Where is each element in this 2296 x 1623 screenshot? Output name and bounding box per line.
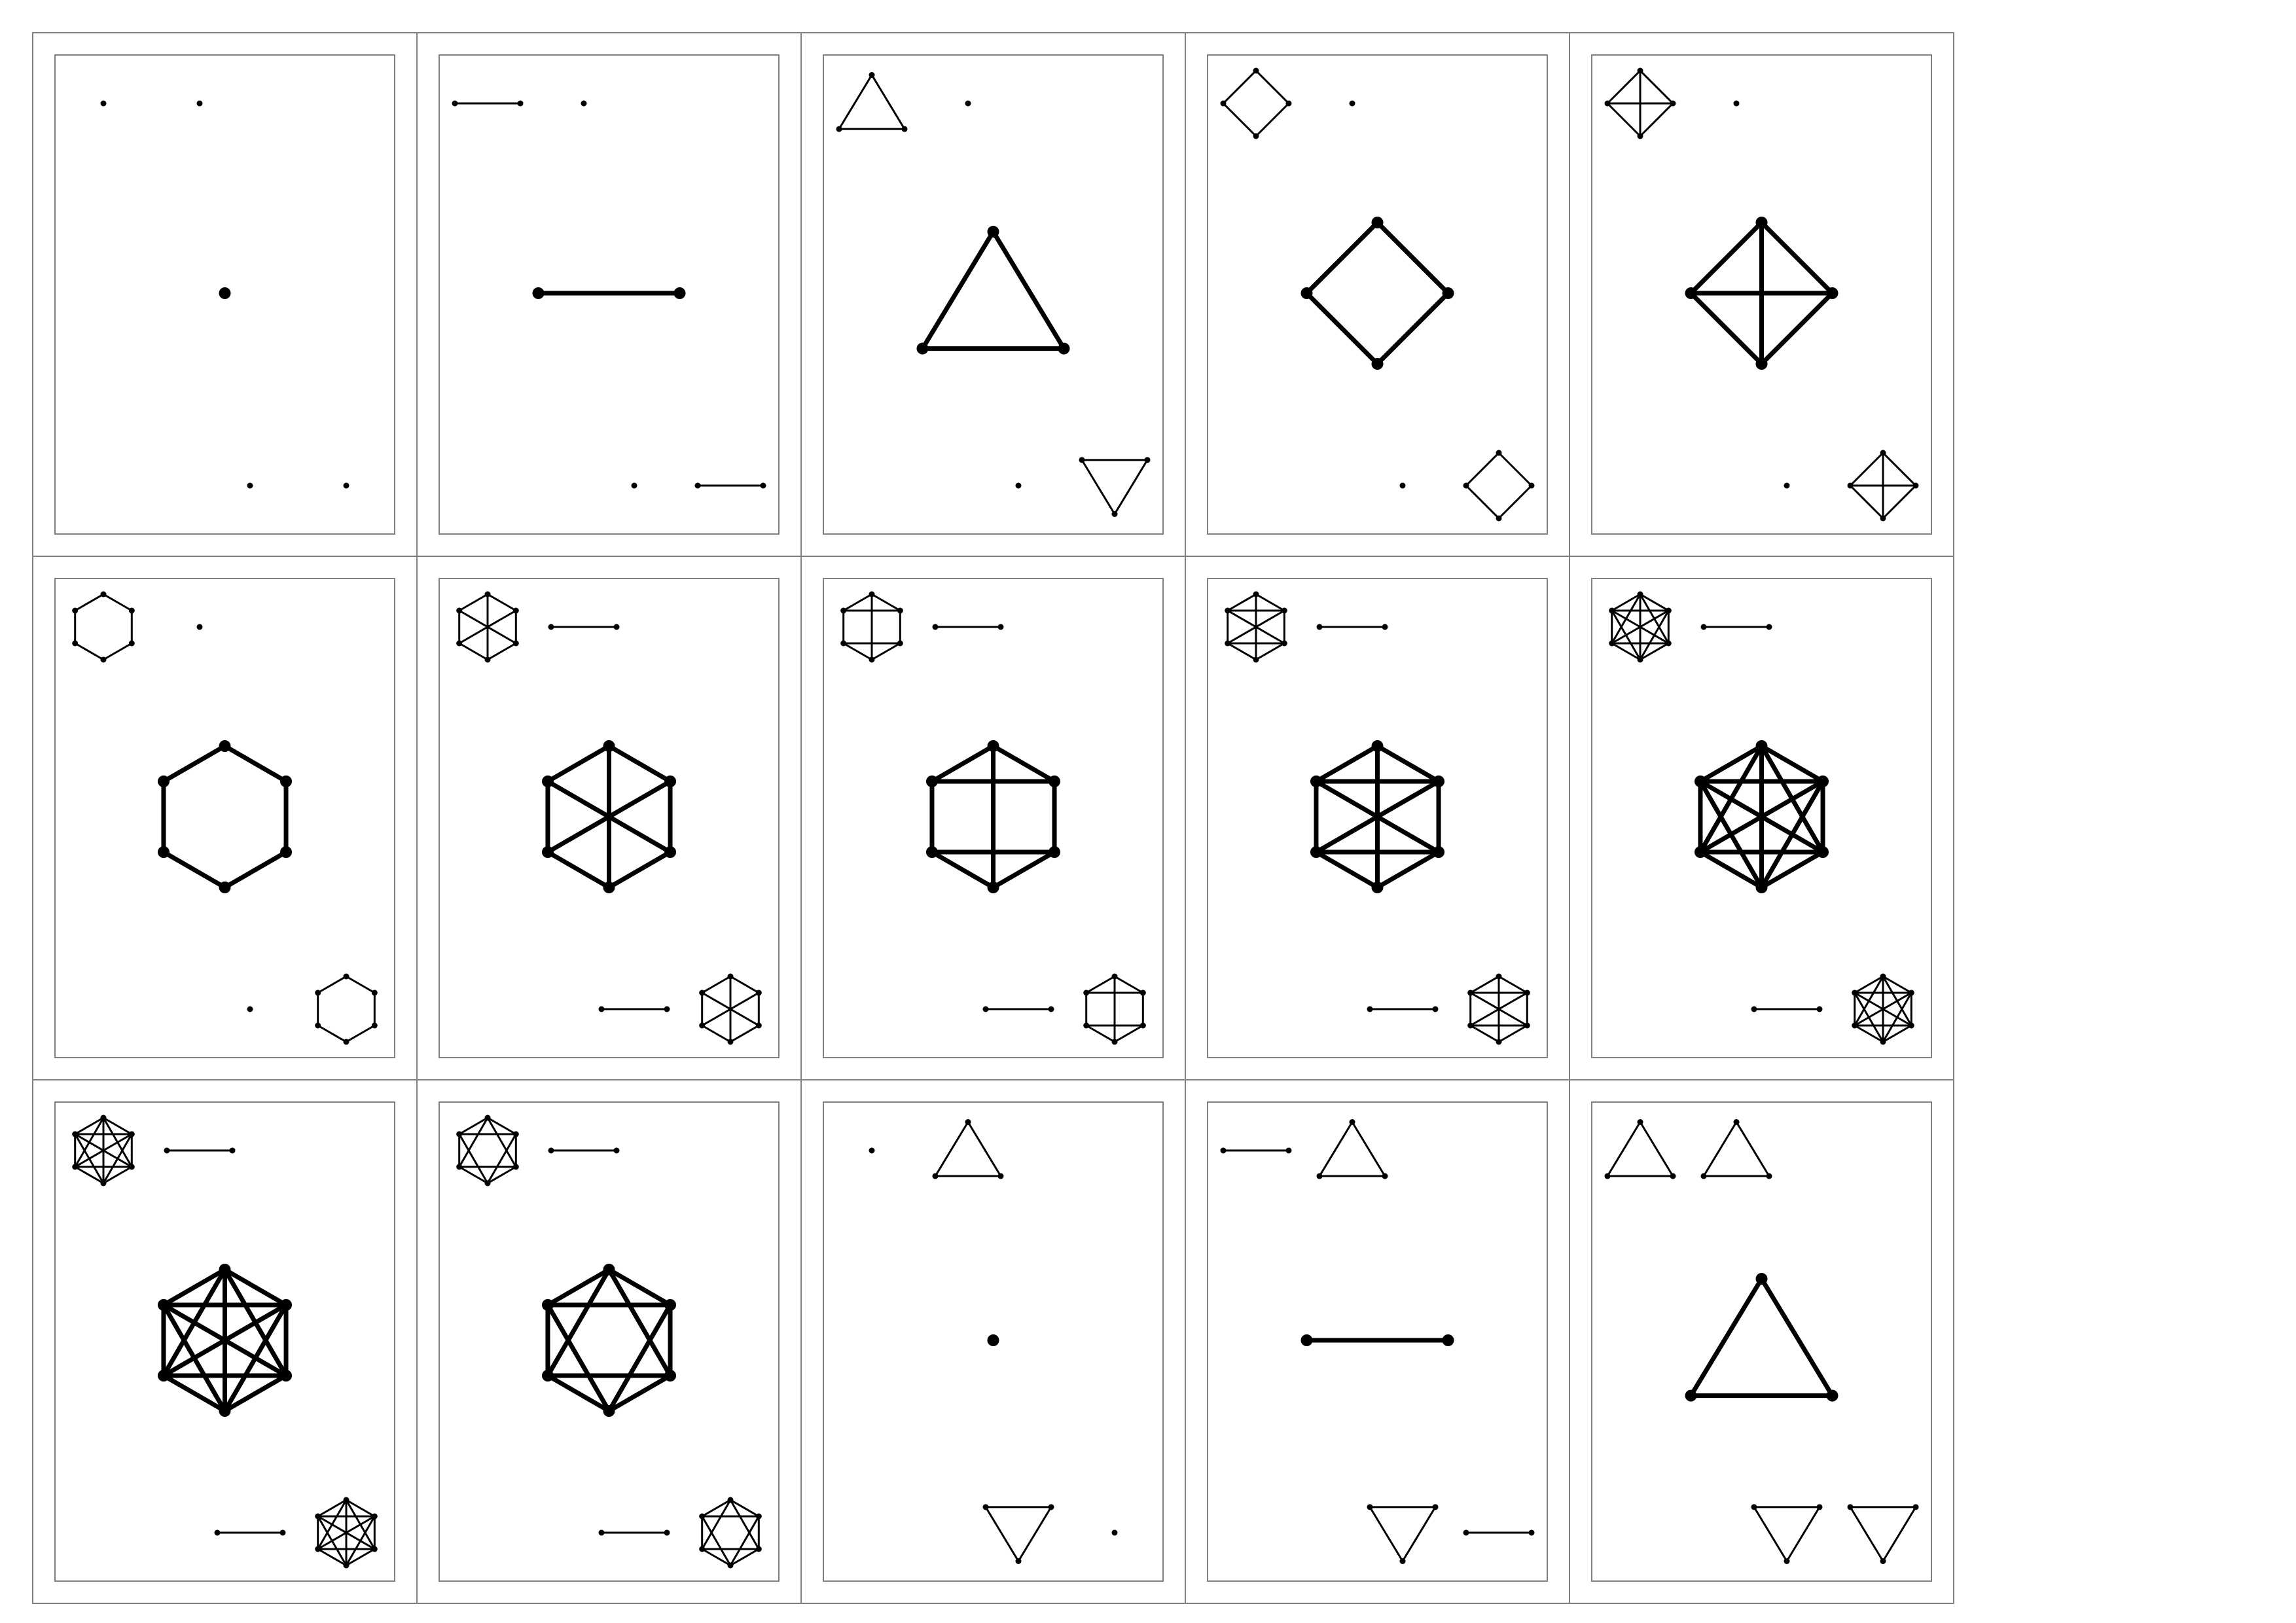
- card-face: [823, 54, 1164, 535]
- bottom-right-segment-glyph: [598, 1006, 670, 1012]
- bottom-right-hexagon-full-glyph: [315, 1497, 378, 1569]
- card-cell: [1569, 1079, 1954, 1604]
- bottom-right-triangle-glyph: [1079, 457, 1151, 517]
- bottom-right-hexagon-star-glyph: [699, 973, 762, 1045]
- bottom-right-point-glyph: [1111, 1529, 1118, 1536]
- card-hexagon-full[interactable]: [32, 1079, 418, 1604]
- top-left-segment-glyph: [1316, 624, 1388, 630]
- top-left-hexagon-glyph: [72, 591, 135, 663]
- bottom-right-square-glyph: [1463, 450, 1535, 522]
- bottom-right-triangle-glyph: [982, 1504, 1054, 1564]
- top-left-square-with-diagonals-glyph: [1604, 67, 1676, 139]
- top-left-triangle-glyph: [1316, 1119, 1388, 1179]
- bottom-right-point-glyph: [1015, 482, 1022, 489]
- top-left-point-glyph: [1349, 100, 1355, 107]
- top-left-hexagon-box-x-glyph: [1225, 591, 1287, 663]
- center-segment-glyph: [1300, 1334, 1454, 1346]
- top-left-hexagon-star-glyph: [456, 591, 519, 663]
- top-left-hexagon-double-x-glyph: [1609, 591, 1672, 663]
- card-point[interactable]: [32, 32, 418, 557]
- top-left-point-glyph: [100, 100, 107, 107]
- bottom-right-hexagon-glyph: [315, 973, 378, 1045]
- card-face: [439, 1101, 780, 1582]
- bottom-right-square-with-diagonals-glyph: [1847, 450, 1919, 522]
- top-left-segment-glyph: [932, 624, 1004, 630]
- bottom-right-segment-glyph: [982, 1006, 1054, 1012]
- bottom-right-point-glyph: [247, 1006, 253, 1012]
- card-triangle-triangle[interactable]: [1569, 1079, 1954, 1604]
- top-left-triangle-glyph: [1604, 1119, 1676, 1179]
- card-square-with-diagonals[interactable]: [1569, 32, 1954, 557]
- top-left-segment-glyph: [164, 1147, 236, 1154]
- center-segment-glyph: [532, 287, 686, 299]
- bottom-right-hexagon-david-glyph: [699, 1497, 762, 1569]
- bottom-right-point-glyph: [247, 482, 253, 489]
- bottom-right-segment-glyph: [1751, 1006, 1823, 1012]
- center-hexagon-box-x-glyph: [1310, 740, 1445, 893]
- card-hexagon-box[interactable]: [800, 556, 1186, 1080]
- card-face: [54, 578, 395, 1058]
- center-triangle-glyph: [916, 226, 1070, 355]
- top-left-point-glyph: [196, 624, 203, 630]
- bottom-right-segment-glyph: [598, 1529, 670, 1536]
- bottom-right-segment-glyph: [694, 482, 766, 489]
- card-square[interactable]: [1185, 32, 1570, 557]
- center-triangle-glyph: [1685, 1273, 1839, 1402]
- card-hexagon-box-x[interactable]: [1185, 556, 1570, 1080]
- bottom-right-point-glyph: [1784, 482, 1790, 489]
- bottom-right-point-glyph: [343, 482, 350, 489]
- top-left-triangle-glyph: [1700, 1119, 1772, 1179]
- top-left-triangle-glyph: [932, 1119, 1004, 1179]
- bottom-right-segment-glyph: [1367, 1006, 1439, 1012]
- top-left-hexagon-box-glyph: [840, 591, 903, 663]
- card-hexagon-star[interactable]: [416, 556, 802, 1080]
- bottom-right-triangle-glyph: [1367, 1504, 1439, 1564]
- card-segment[interactable]: [416, 32, 802, 557]
- top-left-point-glyph: [965, 100, 971, 107]
- top-left-segment-glyph: [548, 624, 620, 630]
- top-left-triangle-glyph: [836, 72, 908, 132]
- card-hexagon[interactable]: [32, 556, 418, 1080]
- center-hexagon-box-glyph: [925, 740, 1061, 893]
- bottom-right-hexagon-double-x-glyph: [1852, 973, 1914, 1045]
- card-hexagon-david[interactable]: [416, 1079, 802, 1604]
- card-segment-triangle[interactable]: [1185, 1079, 1570, 1604]
- center-square-with-diagonals-glyph: [1685, 217, 1839, 370]
- card-triangle[interactable]: [800, 32, 1186, 557]
- center-square-glyph: [1300, 217, 1454, 370]
- bottom-right-point-glyph: [631, 482, 637, 489]
- top-left-point-glyph: [196, 100, 203, 107]
- card-point-triangle[interactable]: [800, 1079, 1186, 1604]
- bottom-right-segment-glyph: [214, 1529, 286, 1536]
- top-left-point-glyph: [869, 1147, 875, 1154]
- bottom-right-hexagon-box-glyph: [1083, 973, 1146, 1045]
- card-face: [1591, 1101, 1932, 1582]
- top-left-hexagon-david-glyph: [456, 1115, 519, 1186]
- bottom-right-triangle-glyph: [1847, 1504, 1919, 1564]
- top-left-hexagon-full-glyph: [72, 1115, 135, 1186]
- bottom-right-triangle-glyph: [1751, 1504, 1823, 1564]
- center-point-glyph: [219, 287, 231, 299]
- bottom-right-point-glyph: [1399, 482, 1406, 489]
- top-left-segment-glyph: [548, 1147, 620, 1154]
- card-hexagon-double-x[interactable]: [1569, 556, 1954, 1080]
- bottom-right-segment-glyph: [1463, 1529, 1535, 1536]
- center-hexagon-star-glyph: [541, 740, 677, 893]
- center-hexagon-double-x-glyph: [1694, 740, 1829, 893]
- top-left-point-glyph: [581, 100, 587, 107]
- top-left-point-glyph: [1733, 100, 1740, 107]
- center-hexagon-full-glyph: [157, 1264, 293, 1417]
- top-left-segment-glyph: [1220, 1147, 1292, 1154]
- bottom-right-hexagon-box-x-glyph: [1467, 973, 1530, 1045]
- center-hexagon-glyph: [157, 740, 293, 893]
- center-hexagon-david-glyph: [541, 1264, 677, 1417]
- card-face: [1207, 54, 1548, 535]
- center-point-glyph: [987, 1334, 999, 1346]
- top-left-segment-glyph: [452, 100, 524, 107]
- top-left-square-glyph: [1220, 67, 1292, 139]
- top-left-segment-glyph: [1700, 624, 1772, 630]
